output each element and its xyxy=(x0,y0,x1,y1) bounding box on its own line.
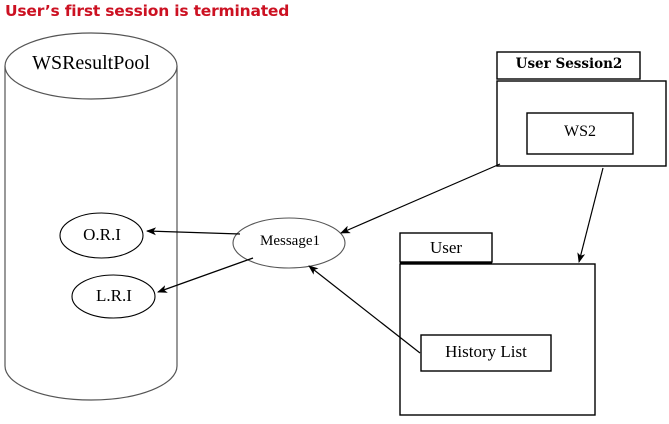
ellipse-message1[interactable] xyxy=(232,217,346,269)
box-ws2[interactable] xyxy=(526,112,634,155)
package-tab-user xyxy=(399,232,493,263)
package-user[interactable] xyxy=(399,232,596,416)
ellipse-ori[interactable] xyxy=(59,212,144,259)
datastore-top-ellipse xyxy=(4,32,178,100)
box-history-list[interactable] xyxy=(420,334,552,372)
connection-message1-to-lri[interactable] xyxy=(157,257,254,293)
ellipse-lri[interactable] xyxy=(71,274,156,319)
package-user-session2[interactable] xyxy=(496,51,667,167)
connection-message1-to-ori[interactable] xyxy=(146,227,241,236)
connection-historylist-to-message1[interactable] xyxy=(308,265,421,354)
diagram-title: User’s first session is terminated xyxy=(5,2,290,20)
connection-ws2-to-user[interactable] xyxy=(577,167,604,263)
connection-usersession2-to-message1[interactable] xyxy=(340,163,501,234)
package-tab-user-session2 xyxy=(496,51,641,80)
